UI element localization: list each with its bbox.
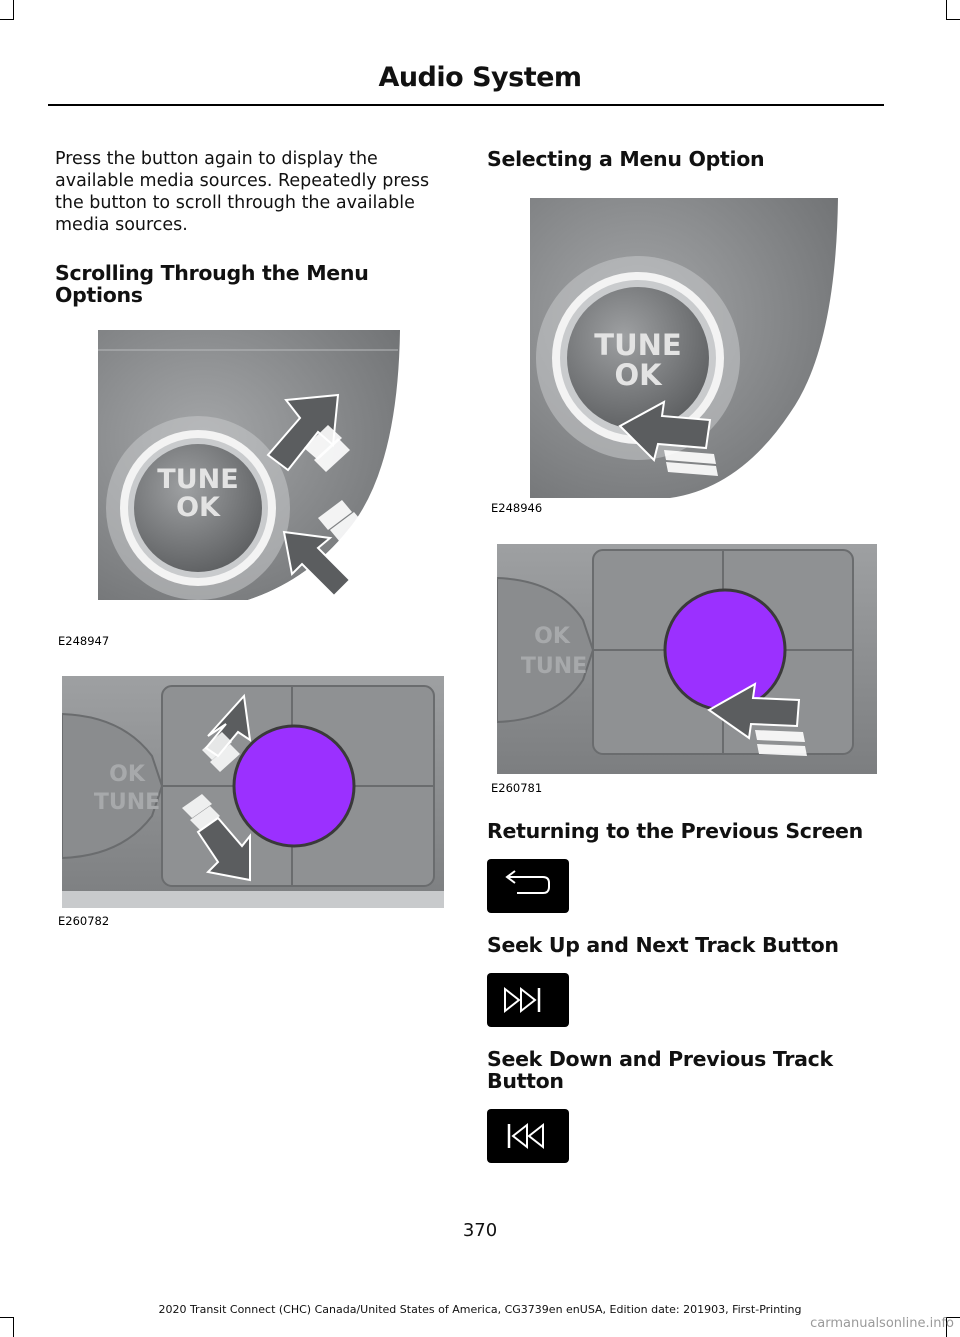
dial-label-tune: TUNE [594, 328, 682, 362]
page-number: 370 [462, 1220, 498, 1241]
figure-panel-scroll: OK TUNE [62, 676, 444, 908]
figure-code: E248946 [491, 501, 543, 515]
watermark[interactable]: carmanualsonline.info [810, 1316, 954, 1331]
highlighted-center-button [663, 588, 787, 712]
crop-mark-bottom-right-h [946, 1317, 960, 1318]
crop-mark-top-left-h [0, 19, 14, 20]
header-divider [48, 104, 884, 106]
heading-seek-up-next-track: Seek Up and Next Track Button [487, 933, 839, 957]
crop-mark-top-right-h [946, 19, 960, 20]
scroll-up-arrow-icon [266, 393, 350, 472]
heading-seek-down-previous-track: Seek Down and Previous Track Button [487, 1047, 833, 1093]
figure-code: E248947 [58, 634, 110, 648]
panel-label-tune: TUNE [93, 790, 161, 815]
dial-label-ok: OK [176, 492, 220, 523]
panel-label-ok: OK [534, 624, 570, 649]
crop-mark-top-left-v [13, 0, 14, 20]
figure-code: E260782 [58, 914, 110, 928]
next-track-icon [504, 986, 541, 1014]
scroll-down-arrow-icon [182, 794, 251, 882]
figure-code: E260781 [491, 781, 543, 795]
page-title: Audio System [378, 62, 582, 93]
press-arrow-icon [618, 400, 718, 476]
panel-label-ok: OK [109, 762, 145, 787]
crop-mark-top-right-v [946, 0, 947, 20]
panel-label-tune: TUNE [520, 654, 588, 679]
footer-edition-info: 2020 Transit Connect (CHC) Canada/United… [158, 1303, 802, 1316]
scroll-up-arrow-icon [202, 693, 252, 772]
figure-panel-select: OK TUNE [497, 544, 877, 774]
crop-mark-bottom-left-h [0, 1317, 14, 1318]
scroll-down-arrow-icon [282, 500, 364, 598]
subheading-scrolling: Scrolling Through the Menu Options [55, 261, 369, 307]
crop-mark-bottom-left-v [13, 1317, 14, 1337]
heading-selecting-menu-option: Selecting a Menu Option [487, 147, 765, 171]
heading-returning-previous-screen: Returning to the Previous Screen [487, 819, 863, 843]
figure-dial-scroll: TUNE OK [98, 330, 432, 622]
figure-dial-select: TUNE OK [530, 198, 840, 502]
seek-up-icon-box [487, 973, 569, 1027]
dial-label-ok: OK [614, 358, 662, 392]
previous-track-icon [507, 1122, 544, 1150]
return-arrow-icon [505, 870, 550, 894]
highlighted-center-button [232, 724, 356, 848]
seek-down-icon-box [487, 1109, 569, 1163]
crop-mark-bottom-right-v [946, 1317, 947, 1337]
intro-paragraph: Press the button again to display the av… [55, 149, 430, 235]
dial-label-tune: TUNE [157, 464, 239, 495]
press-arrow-icon [707, 682, 807, 756]
back-button-icon-box [487, 859, 569, 913]
